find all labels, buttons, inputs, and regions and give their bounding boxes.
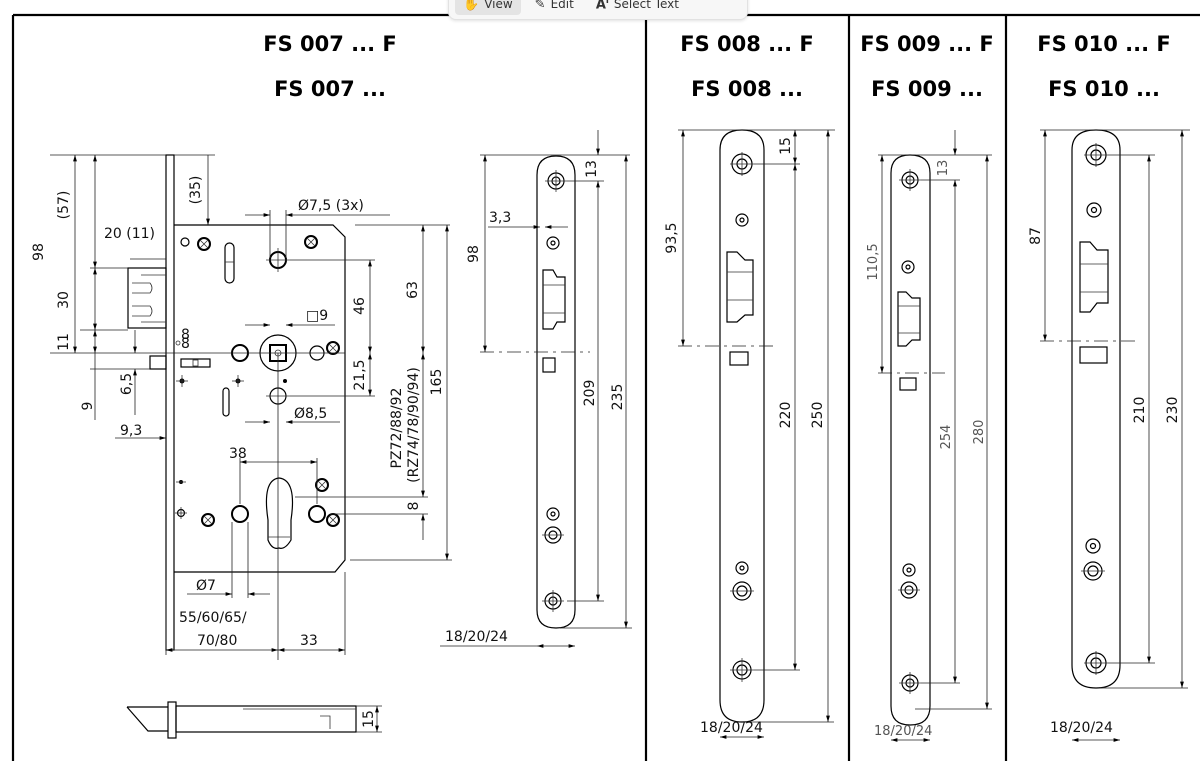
dim-hole-7-5: Ø7,5 (3x): [298, 198, 364, 214]
column-title-fs009-f: FS 009 ... F: [860, 32, 994, 56]
fp007-dim-3-3: 3,3: [489, 210, 511, 226]
dim-11: 11: [56, 333, 72, 351]
fp010-dim-210: 210: [1132, 397, 1148, 424]
fp007-dim-209: 209: [582, 380, 598, 407]
dim-35: (35): [188, 176, 204, 205]
fp008-dim-250: 250: [810, 402, 826, 429]
dim-rz: (RZ74/78/90/94): [406, 367, 422, 483]
dim-33: 33: [300, 633, 318, 649]
view-label: View: [484, 0, 513, 11]
fp007-width: 18/20/24: [445, 629, 508, 645]
view-button[interactable]: ✋ View: [455, 0, 521, 15]
faceplate-fs010: [1040, 129, 1190, 742]
dim-latch-15: 15: [361, 710, 377, 728]
column-subtitle-fs010: FS 010 ...: [1048, 77, 1160, 101]
column-subtitle-fs009: FS 009 ...: [871, 77, 983, 101]
dim-backset-1: 55/60/65/: [179, 610, 247, 626]
dim-98: 98: [31, 243, 47, 261]
svg-text:8: 8: [181, 336, 190, 352]
dim-38: 38: [229, 446, 247, 462]
dim-hole-8-5: Ø8,5: [294, 406, 327, 422]
column-title-fs007-f: FS 007 ... F: [263, 32, 397, 56]
dim-57: (57): [56, 191, 72, 220]
fp010-dim-87: 87: [1028, 227, 1044, 245]
fp007-dim-13: 13: [584, 160, 600, 178]
fp009-dim-280: 280: [972, 420, 987, 445]
column-title-fs010-f: FS 010 ... F: [1037, 32, 1171, 56]
fp008-dim-93-5: 93,5: [664, 222, 680, 253]
dim-backset-2: 70/80: [197, 633, 237, 649]
dim-6-5: 6,5: [119, 373, 135, 395]
fp008-dim-220: 220: [778, 402, 794, 429]
column-title-fs008-f: FS 008 ... F: [680, 32, 814, 56]
dim-21-5: 21,5: [352, 359, 368, 390]
fp010-width: 18/20/24: [1050, 720, 1113, 736]
fp007-dim-235: 235: [610, 384, 626, 411]
pencil-icon: ✎: [534, 0, 546, 12]
dim-20-11: 20 (11): [104, 226, 155, 242]
fp010-dim-230: 230: [1165, 397, 1181, 424]
dim-9: 9: [80, 402, 96, 411]
faceplate-fs007: [440, 130, 632, 648]
dim-hole-7: Ø7: [196, 578, 216, 594]
text-select-icon: AI: [595, 0, 609, 13]
dim-square-9: □9: [306, 308, 328, 324]
table-frame: [11, 13, 1200, 761]
fp008-dim-15: 15: [778, 137, 794, 155]
dim-8: 8: [406, 502, 422, 511]
edit-button[interactable]: ✎ Edit: [527, 0, 582, 15]
dim-9-3: 9,3: [120, 423, 142, 439]
select-text-label: Select Text: [613, 0, 679, 11]
fp009-width: 18/20/24: [874, 724, 932, 739]
fp009-dim-13: 13: [936, 160, 951, 177]
fp008-width: 18/20/24: [700, 720, 763, 736]
fp009-dim-110-5: 110,5: [866, 243, 881, 280]
fp007-dim-98: 98: [466, 245, 482, 263]
dim-63: 63: [405, 281, 421, 299]
select-text-button[interactable]: AI Select Text: [588, 0, 687, 15]
edit-label: Edit: [550, 0, 574, 11]
column-subtitle-fs008: FS 008 ...: [691, 77, 803, 101]
fp009-dim-254: 254: [939, 425, 954, 450]
dim-46: 46: [352, 297, 368, 315]
svg-text:8: 8: [181, 327, 190, 343]
pdf-toolbar: ✋ View ✎ Edit AI Select Text: [448, 0, 748, 20]
faceplate-fs009: [878, 130, 992, 742]
faceplate-fs008: [678, 129, 835, 739]
dim-30: 30: [56, 291, 72, 309]
hand-icon: ✋: [463, 0, 480, 12]
column-subtitle-fs007: FS 007 ...: [274, 77, 386, 101]
dim-165: 165: [429, 369, 445, 396]
dim-pz: PZ72/88/92: [389, 388, 405, 469]
lock-body-drawing: 8 8: [50, 154, 452, 739]
